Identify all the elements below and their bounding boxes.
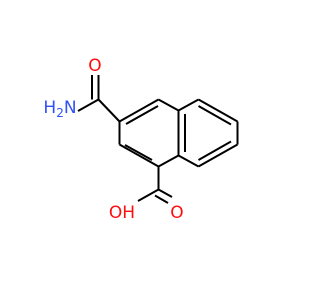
structure-canvas: O H2N O OH [43, 56, 239, 223]
bond-cacid-o-double [154, 194, 169, 204]
bond-camide-n [77, 98, 99, 112]
bond-c7-c8 [198, 143, 238, 168]
bond-c1-c2-double [124, 144, 153, 161]
bond-c8a-c1 [158, 154, 179, 168]
amide-nitrogen-label: H2N [43, 98, 76, 120]
bond-c3-c4-double [125, 105, 159, 125]
bond-c5-c6 [198, 98, 238, 123]
bond-c4-c4a [158, 98, 179, 112]
bond-c8-c8a [178, 154, 199, 168]
amide-oxygen-label: O [88, 56, 101, 76]
bond-c5-c6-double [198, 105, 232, 126]
bond-group [77, 75, 239, 204]
bond-c7-c8-double [198, 140, 232, 161]
bond-cacid-o [158, 188, 173, 198]
bond-c3-camide [97, 98, 121, 123]
bond-c4a-c5 [178, 98, 199, 112]
bond-c3-c4 [119, 98, 159, 123]
acid-carbonyl-oxygen-label: O [170, 203, 183, 223]
bond-c1-c2 [119, 143, 159, 168]
bond-cacid-oh [137, 188, 159, 202]
acid-hydroxyl-label: OH [109, 203, 135, 223]
molecule-drawing: O H2N O OH [43, 56, 239, 223]
